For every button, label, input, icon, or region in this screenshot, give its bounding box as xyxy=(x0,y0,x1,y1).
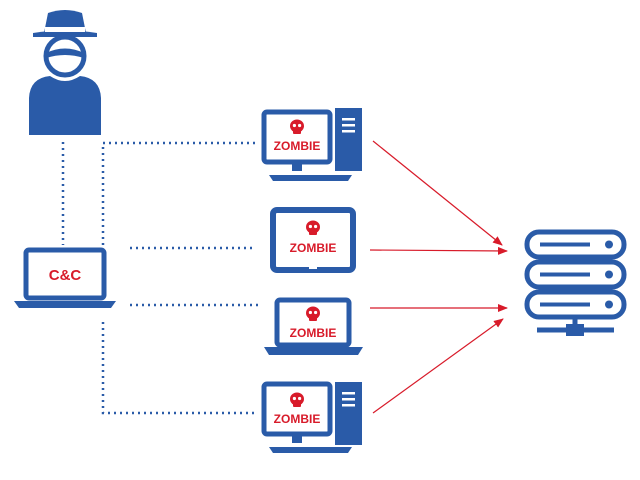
zombie-desktop-1-icon xyxy=(261,108,362,181)
zombie-laptop-icon xyxy=(264,297,363,355)
cc-to-zombie-1-line xyxy=(101,141,258,245)
zombie-1-label: ZOMBIE xyxy=(274,139,321,153)
cc-to-zombie-4-line xyxy=(101,322,258,415)
attack-arrow-2 xyxy=(369,246,508,255)
zombie-2-label: ZOMBIE xyxy=(290,241,337,255)
attack-arrow-4 xyxy=(372,318,504,414)
attack-arrow-1 xyxy=(372,140,503,246)
zombie-desktop-2-icon xyxy=(261,381,362,453)
zombie-4-label: ZOMBIE xyxy=(274,412,321,426)
hacker-spy-icon xyxy=(29,10,101,135)
cc-laptop-icon xyxy=(14,247,116,308)
zombie-3-label: ZOMBIE xyxy=(290,326,337,340)
control-lines xyxy=(61,141,262,415)
server-rack-icon xyxy=(524,229,627,336)
attack-arrows xyxy=(369,140,508,414)
cc-label: C&C xyxy=(49,267,82,284)
zombie-tablet-icon xyxy=(270,207,356,273)
